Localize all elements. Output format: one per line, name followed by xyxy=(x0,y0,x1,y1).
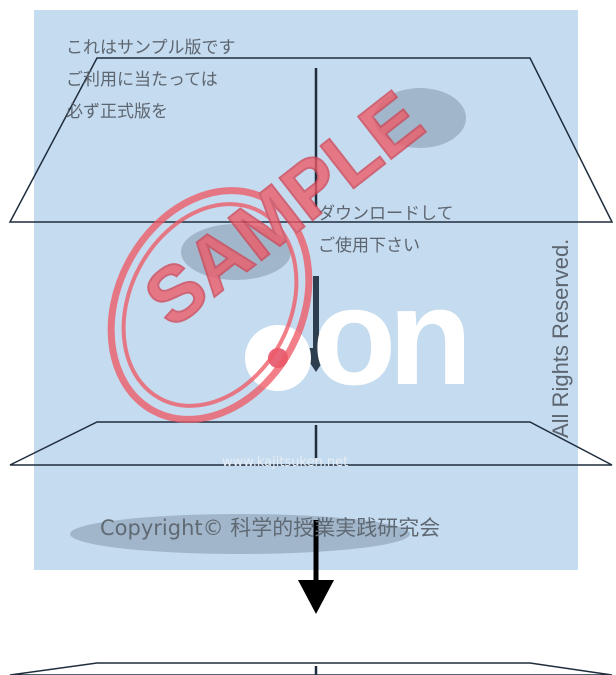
shadow-blob xyxy=(70,514,410,554)
plate-top xyxy=(8,57,614,223)
notice-line: 必ず正式版を xyxy=(66,102,168,122)
plate-middle xyxy=(9,421,613,466)
down-arrow-2 xyxy=(298,520,334,614)
watermark-url: www.kajitsuken.net xyxy=(222,455,349,470)
watermark-rights: All Rights Reserved. xyxy=(548,238,573,438)
watermark-copyright: Copyright© 科学的授業実践研究会 xyxy=(100,516,441,540)
shadow-blob xyxy=(374,88,466,148)
watermark-notice-1: これはサンプル版です ご利用に当たっては 必ず正式版を xyxy=(66,32,236,128)
logo-text: on xyxy=(312,260,473,414)
notice-line: ダウンロードして xyxy=(318,204,454,224)
shadow-blob xyxy=(181,224,291,280)
watermark-notice-2: ダウンロードして ご使用下さい xyxy=(318,198,454,262)
notice-line: これはサンプル版です xyxy=(66,38,236,58)
notice-line: ご利用に当たっては xyxy=(66,70,218,90)
notice-line: ご使用下さい xyxy=(318,236,420,256)
plate-bottom xyxy=(9,662,613,675)
